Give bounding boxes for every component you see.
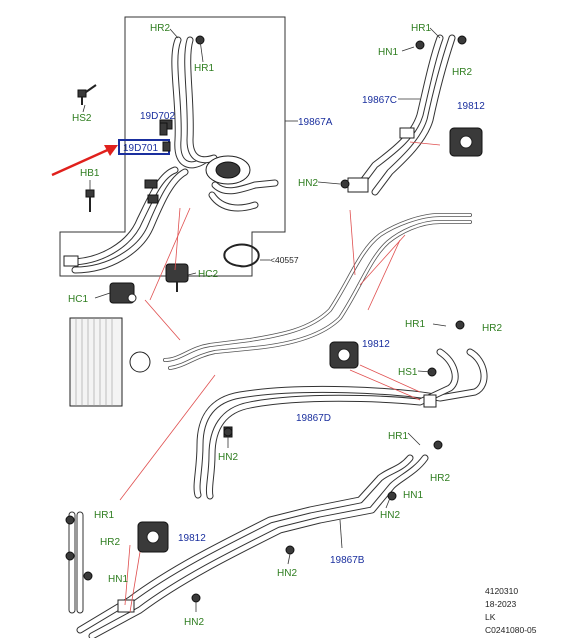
label-hr2-b: HR2 xyxy=(452,67,472,78)
leader-lines xyxy=(82,27,447,612)
expansion-valve-19812-a-icon xyxy=(449,127,483,157)
label-hr2-e: HR2 xyxy=(100,537,120,548)
reference-line-4: C0241080-05 xyxy=(485,625,537,635)
label-hr1-a: HR1 xyxy=(194,63,214,74)
label-hr2-a: HR2 xyxy=(150,23,170,34)
label-hn2-b: HN2 xyxy=(218,452,238,463)
part-19d701-icon xyxy=(162,141,171,152)
label-hr1-b: HR1 xyxy=(411,23,431,34)
label-19812-b: 19812 xyxy=(362,339,390,350)
label-hs1: HS1 xyxy=(398,367,418,378)
inset-frame xyxy=(59,16,286,277)
label-hn2-c: HN2 xyxy=(380,510,400,521)
valve-hc1-icon xyxy=(109,282,137,304)
label-hn1-d: HN1 xyxy=(403,490,423,501)
label-40557: <40557 xyxy=(270,255,299,265)
pipe-19867c xyxy=(347,34,456,196)
pipe-19867b xyxy=(68,454,429,638)
label-hn2-a: HN2 xyxy=(298,178,318,189)
label-hr1-d: HR1 xyxy=(388,431,408,442)
label-hr2-c: HR2 xyxy=(482,323,502,334)
gasket-40557-icon xyxy=(223,243,260,268)
label-hc1: HC1 xyxy=(68,294,88,305)
part-19d702-icon xyxy=(159,122,168,136)
tube-routing-upper xyxy=(163,213,472,370)
label-19867b: 19867B xyxy=(330,555,365,566)
bolt-hs2-icon xyxy=(77,84,97,105)
label-hn2-d: HN2 xyxy=(277,568,297,579)
label-19867a: 19867A xyxy=(298,117,333,128)
label-19d702: 19D702 xyxy=(140,111,175,122)
reference-line-3: LK xyxy=(485,612,496,622)
label-19867d: 19867D xyxy=(296,413,331,424)
label-hn1-e: HN1 xyxy=(108,574,128,585)
fasteners xyxy=(65,35,467,603)
label-hn1-b: HN1 xyxy=(378,47,398,58)
reference-line-2: 18-2023 xyxy=(485,599,516,609)
label-hr1-c: HR1 xyxy=(405,319,425,330)
valve-hc2-icon xyxy=(165,263,189,292)
label-hn2-e: HN2 xyxy=(184,617,204,628)
condenser-icon xyxy=(69,317,151,407)
label-hr2-d: HR2 xyxy=(430,473,450,484)
label-hs2: HS2 xyxy=(72,113,92,124)
pipe-19867a xyxy=(63,36,279,274)
label-19812-c: 19812 xyxy=(178,533,206,544)
reference-line-1: 4120310 xyxy=(485,586,518,596)
callout-lines xyxy=(119,141,441,613)
label-hr1-e: HR1 xyxy=(94,510,114,521)
expansion-valve-19812-c-icon xyxy=(137,521,169,553)
label-19d701: 19D701 xyxy=(123,143,158,154)
label-19812-a: 19812 xyxy=(457,101,485,112)
label-hc2: HC2 xyxy=(198,269,218,280)
label-hb1: HB1 xyxy=(80,168,100,179)
pipe-19867d xyxy=(193,348,488,500)
label-19867c: 19867C xyxy=(362,95,397,106)
expansion-valve-19812-b-icon xyxy=(329,341,359,369)
highlight-arrow xyxy=(51,145,118,177)
bolt-hb1-icon xyxy=(85,189,95,212)
